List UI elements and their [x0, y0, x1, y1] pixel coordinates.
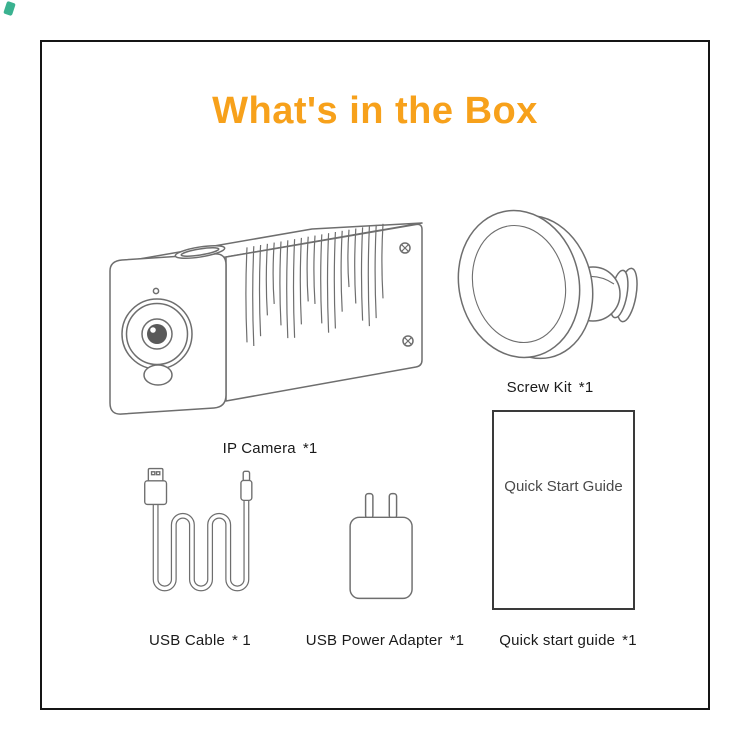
- item-label: USB Cable: [149, 632, 226, 649]
- camera-lens: [121, 298, 193, 370]
- power-adapter-figure: [341, 489, 423, 603]
- quick-start-guide-caption: Quick start guide *1: [468, 632, 668, 649]
- item-qty: *1: [578, 379, 594, 396]
- cable-cord-outer: [152, 499, 250, 592]
- quick-start-guide-booklet: Quick Start Guide: [492, 410, 635, 610]
- item-qty: *1: [622, 632, 637, 649]
- camera-led-dot: [152, 287, 160, 295]
- screw-kit-figure: [455, 198, 640, 373]
- mount-parts: [457, 209, 638, 360]
- item-label: USB Power Adapter: [305, 632, 443, 649]
- adapter-prong: [364, 492, 374, 519]
- adapter-prong: [388, 492, 398, 519]
- wall-mount-illustration: [457, 209, 638, 360]
- adapter-parts: [349, 492, 413, 600]
- corner-watermark: [3, 0, 16, 17]
- usb-cable-illustration: [144, 467, 253, 592]
- camera-body: [109, 222, 423, 415]
- item-qty: *1: [449, 632, 465, 649]
- border-frame: [40, 40, 710, 710]
- item-label: Screw Kit: [506, 379, 572, 396]
- item-qty: *1: [302, 440, 318, 457]
- usb-cable-figure: [142, 463, 260, 604]
- ip-camera-figure: [100, 203, 435, 423]
- camera-pir-sensor: [143, 364, 173, 386]
- camera-screws: [399, 242, 414, 347]
- usb-cable-caption: USB Cable * 1: [110, 632, 290, 649]
- guide-cover-text: Quick Start Guide: [504, 478, 623, 495]
- camera-vents: [245, 223, 384, 347]
- camera-top-opening: [174, 244, 226, 260]
- item-qty: * 1: [232, 632, 251, 649]
- power-adapter-caption: USB Power Adapter *1: [285, 632, 485, 649]
- ip-camera-illustration: [109, 222, 423, 415]
- page-title: What's in the Box: [212, 90, 538, 132]
- power-adapter-illustration: [349, 492, 413, 600]
- adapter-body: [349, 516, 413, 600]
- micro-connector: [240, 470, 253, 502]
- item-label: IP Camera: [222, 440, 296, 457]
- mount-disc: [457, 209, 581, 359]
- screw-kit-caption: Screw Kit *1: [455, 379, 645, 396]
- usb-a-connector: [144, 467, 168, 506]
- item-label: Quick start guide: [499, 632, 616, 649]
- ip-camera-caption: IP Camera *1: [120, 440, 420, 457]
- cable-cord-inner: [153, 499, 249, 591]
